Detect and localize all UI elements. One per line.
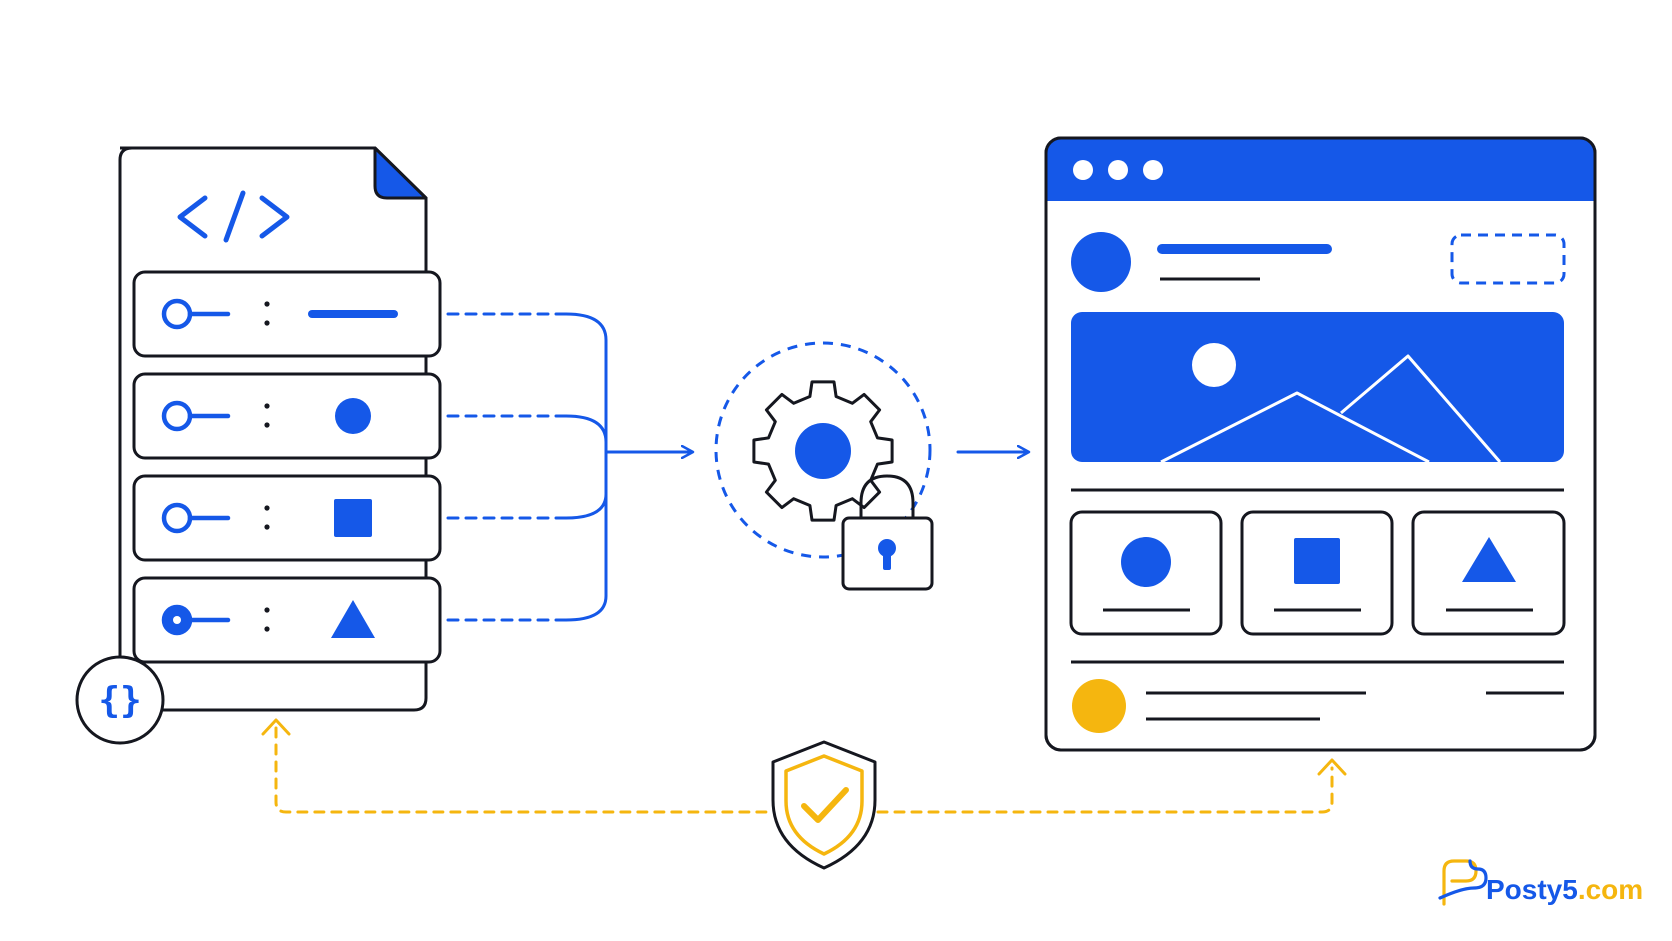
arrow-up-icon: [261, 718, 291, 736]
curly-braces-icon: {}: [75, 655, 165, 745]
triangle-icon: [331, 600, 375, 638]
placeholder-button: [1450, 233, 1566, 285]
field-row: [132, 372, 442, 460]
field-row: [132, 576, 442, 664]
colon-separator: [264, 301, 270, 326]
square-icon: [334, 499, 372, 537]
colon-separator: [264, 403, 270, 428]
watermark: Posty5.com: [1438, 859, 1643, 906]
processing-ring: [714, 341, 932, 559]
circle-icon: [335, 398, 371, 434]
field-row: [132, 474, 442, 562]
card: [1411, 510, 1566, 636]
field-row: [132, 270, 442, 358]
svg-text:Posty5.com: Posty5.com: [1486, 874, 1643, 905]
watermark-brand: Posty5: [1486, 874, 1578, 905]
lock-icon: [841, 474, 934, 591]
key-icon: [161, 604, 231, 636]
arrow-up-icon: [1317, 758, 1347, 776]
card: [1069, 510, 1223, 636]
key-icon: [161, 502, 231, 534]
key-icon: [161, 400, 231, 432]
window-title-bar: [1046, 138, 1595, 201]
square-icon: [1294, 538, 1340, 584]
code-brackets-icon: [177, 190, 290, 243]
validation-loop: [261, 718, 1347, 814]
user-avatar-icon: [1072, 679, 1126, 733]
circle-icon: [1121, 537, 1171, 587]
window-dots-icon: [1073, 160, 1163, 180]
card: [1240, 510, 1394, 636]
processor: [714, 341, 934, 591]
shield-check-icon: [771, 740, 877, 870]
avatar-icon: [1071, 232, 1131, 292]
browser-window: [1044, 136, 1597, 752]
colon-separator: [264, 505, 270, 530]
document-fold-corner: [373, 146, 428, 200]
merge-connector: [446, 312, 692, 622]
triangle-icon: [1462, 537, 1516, 582]
key-icon: [161, 298, 231, 330]
hero-image-icon: [1071, 312, 1564, 464]
svg-text:{}: {}: [98, 680, 141, 721]
source-file: {}: [75, 146, 442, 745]
posty5-logo-icon: [1438, 859, 1488, 906]
gear-core: [795, 423, 851, 479]
watermark-domain: .com: [1578, 874, 1643, 905]
colon-separator: [264, 607, 270, 632]
